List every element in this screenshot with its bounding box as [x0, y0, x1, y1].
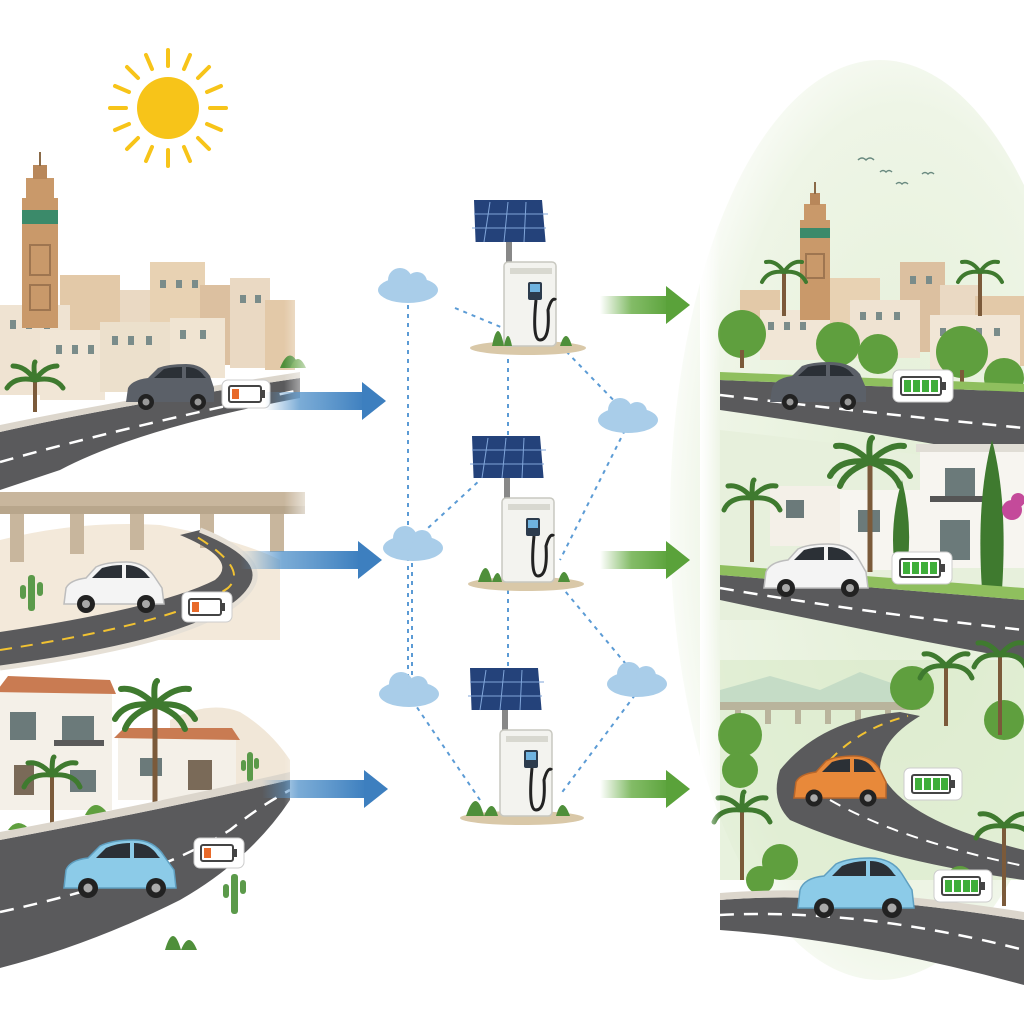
palm-tree [917, 651, 975, 726]
road-lane [829, 799, 1024, 867]
palm-tree [973, 811, 1024, 906]
palm-tree [21, 754, 83, 827]
cloud-icon [379, 672, 439, 707]
bougainvillea [1002, 493, 1024, 520]
palm-tree [971, 640, 1024, 735]
battery-full-icon [891, 551, 953, 585]
minaret-tower [22, 152, 58, 328]
flow-arrow-blue [240, 541, 382, 579]
battery-full-icon [892, 369, 954, 403]
solar-charger-station [468, 436, 584, 591]
cloud-icon [598, 398, 658, 433]
flow-arrow-green [600, 770, 690, 808]
flow-arrow-blue [265, 382, 386, 420]
cypress-tree [893, 440, 1004, 590]
ev-car-white [63, 561, 165, 613]
road-lane [0, 388, 301, 464]
network-links [407, 305, 636, 801]
solar-charger-station [470, 200, 586, 355]
palm-tree [4, 359, 66, 412]
white-villa [0, 676, 116, 810]
cloud-icon [607, 662, 667, 697]
cactus [20, 575, 43, 611]
flow-arrow-green [600, 286, 690, 324]
palm-tree [112, 678, 198, 805]
road [0, 530, 256, 668]
flow-arrow-green [600, 541, 690, 579]
battery-full-icon [933, 869, 993, 903]
ev-car-lightblue [63, 839, 177, 898]
cloud-icon [378, 268, 438, 303]
cloud-icon [383, 526, 443, 561]
ev-car-grey [126, 364, 214, 410]
palm-tree [956, 259, 1004, 316]
sun-icon [108, 48, 228, 168]
solar-charger-station [460, 668, 584, 825]
battery-full-icon [903, 767, 963, 801]
flow-arrow-blue [262, 770, 388, 808]
